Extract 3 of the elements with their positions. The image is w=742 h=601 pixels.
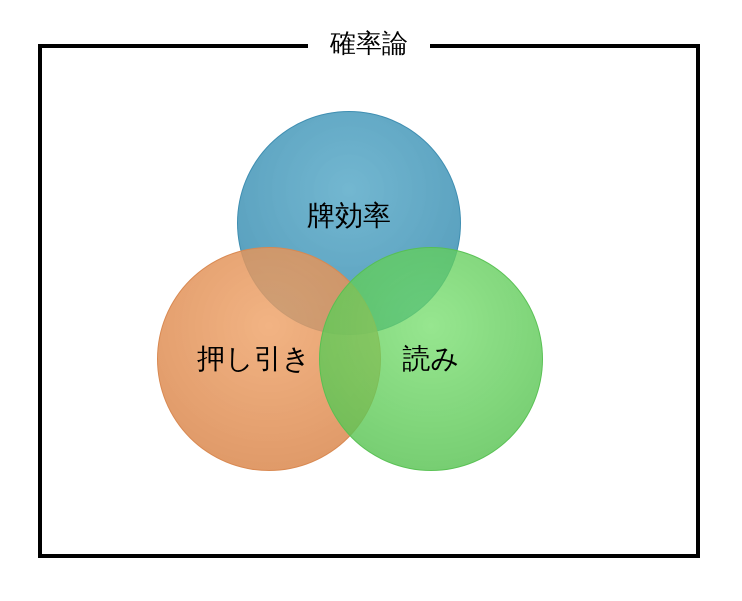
circle-label: 押し引き <box>197 341 311 377</box>
circle-label: 読み <box>402 341 460 377</box>
circle-label: 牌効率 <box>307 198 391 234</box>
